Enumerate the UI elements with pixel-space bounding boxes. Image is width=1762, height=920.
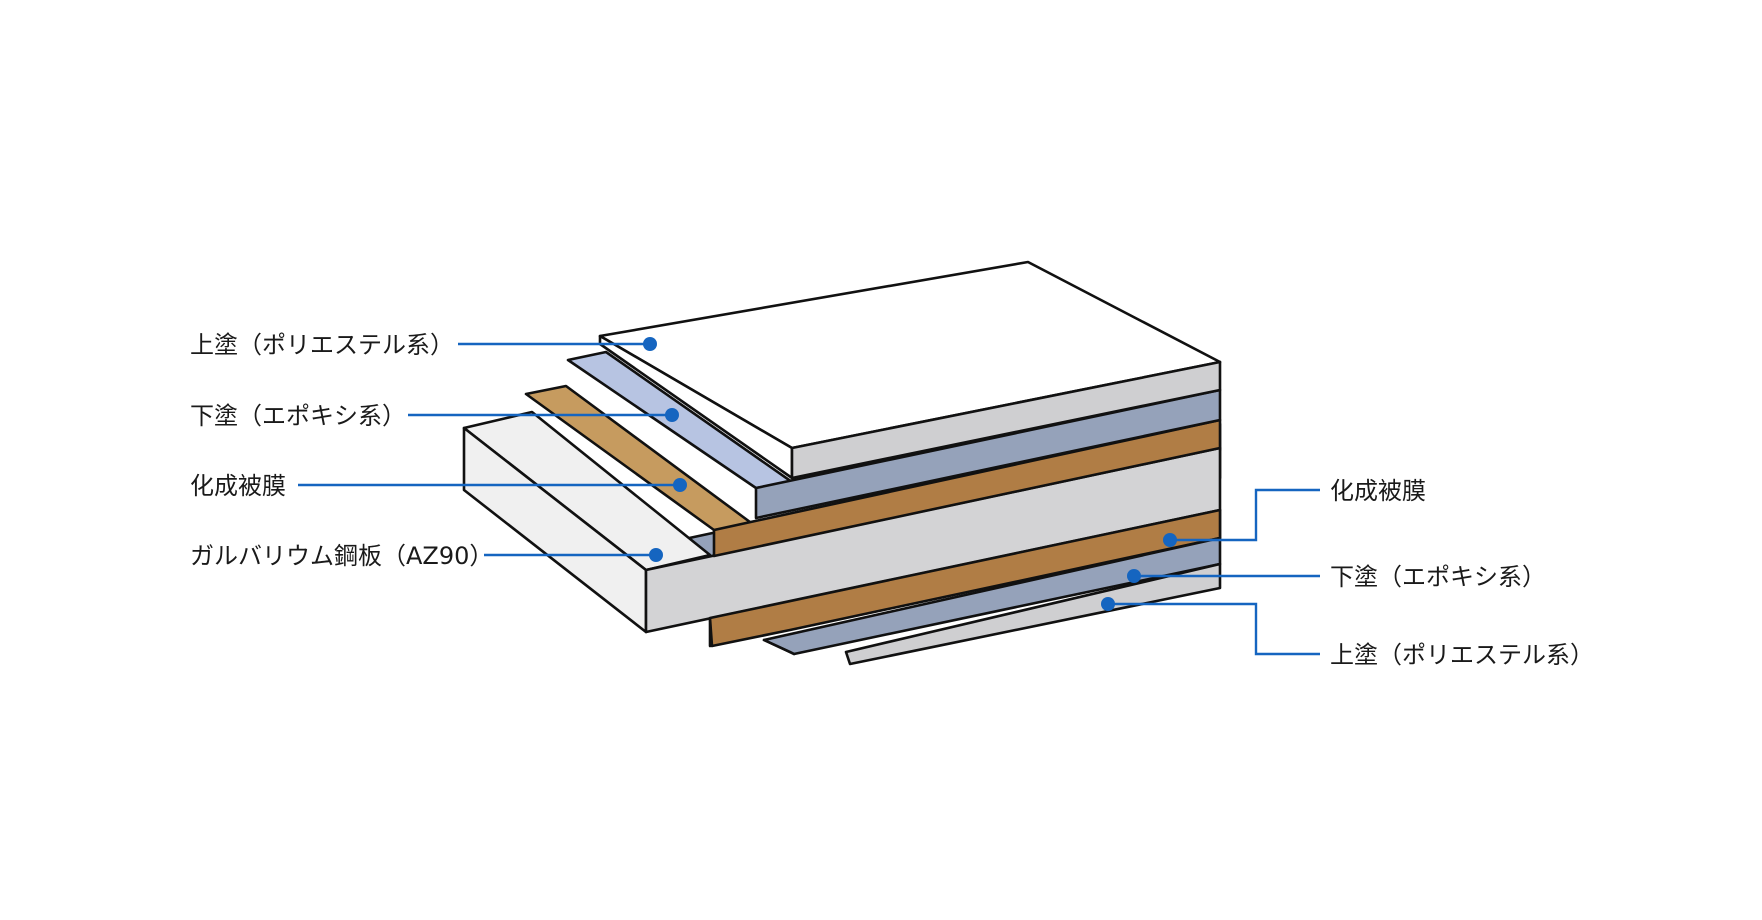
back-undercoat-side-sliver — [762, 638, 796, 656]
label-topcoat: 上塗（ポリエステル系） — [190, 331, 454, 359]
dot-topcoat-back — [1101, 597, 1115, 611]
label-steel: ガルバリウム鋼板（AZ90） — [190, 542, 493, 570]
dot-topcoat — [643, 337, 657, 351]
dot-conversion — [673, 478, 687, 492]
back-topcoat-front-face-2 — [844, 562, 1222, 666]
label-topcoat-back: 上塗（ポリエステル系） — [1330, 641, 1594, 669]
right-callouts: 化成被膜 下塗（エポキシ系） 上塗（ポリエステル系） — [1101, 477, 1594, 669]
label-undercoat: 下塗（エポキシ系） — [190, 402, 406, 430]
label-undercoat-back: 下塗（エポキシ系） — [1330, 563, 1546, 591]
back-conversion-front-face-2 — [708, 508, 1222, 648]
label-conversion-back: 化成被膜 — [1330, 477, 1426, 505]
leader-conversion-back — [1170, 488, 1320, 542]
label-conversion: 化成被膜 — [190, 472, 286, 500]
dot-undercoat-back — [1127, 569, 1141, 583]
topcoat-front-face — [790, 360, 1222, 480]
leader-topcoat-back — [1108, 602, 1320, 656]
left-callouts: 上塗（ポリエステル系） 下塗（エポキシ系） 化成被膜 ガルバリウム鋼板（AZ90… — [190, 331, 687, 570]
dot-undercoat — [665, 408, 679, 422]
dot-steel — [649, 548, 663, 562]
layer-stack — [462, 260, 1222, 666]
dot-conversion-back — [1163, 533, 1177, 547]
